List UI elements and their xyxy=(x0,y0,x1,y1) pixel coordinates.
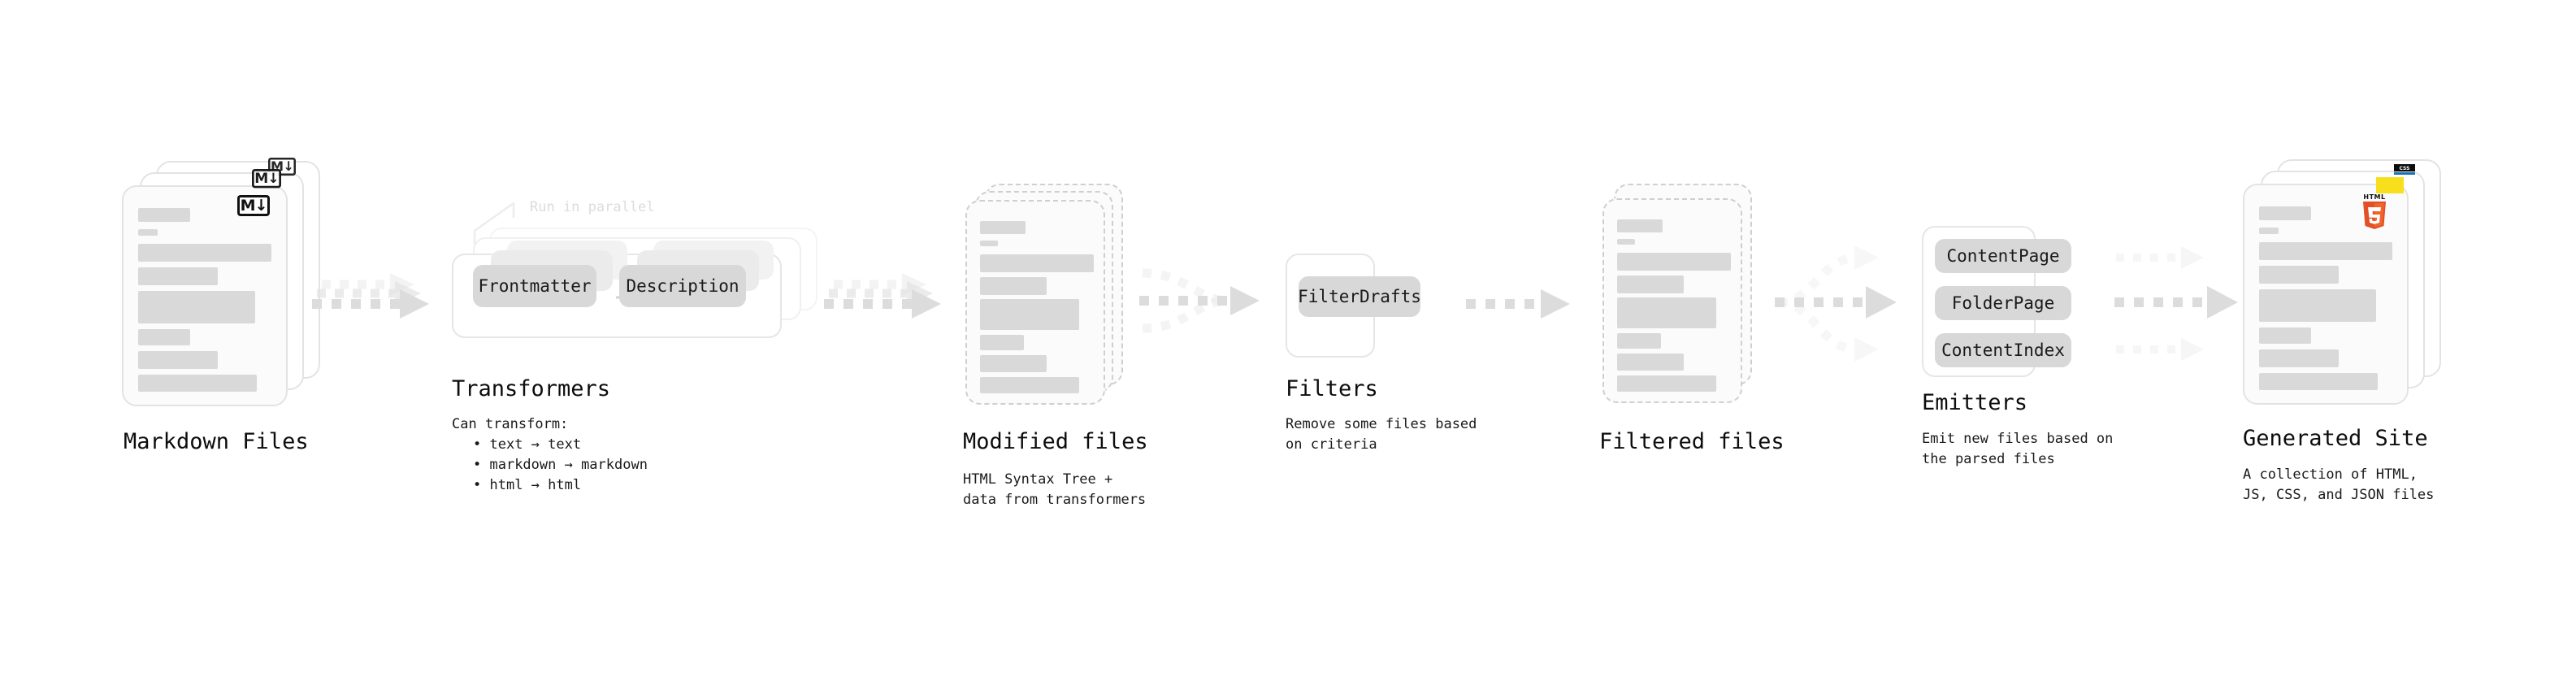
js-icon xyxy=(2376,177,2404,193)
list-item: • text → text xyxy=(473,436,582,453)
doc-text-line xyxy=(2259,373,2378,390)
doc-text-line xyxy=(138,329,190,345)
doc-text-line xyxy=(2259,242,2392,260)
modified-file-card-front xyxy=(965,200,1105,405)
transformers-title: Transformers xyxy=(452,376,611,401)
html5-icon: HTML xyxy=(2358,192,2391,231)
doc-text-line xyxy=(1617,239,1635,245)
arrow-emitters-to-site xyxy=(2113,229,2259,375)
svg-text:HTML: HTML xyxy=(2363,193,2385,201)
arrow-markdown-to-transformers xyxy=(309,268,439,333)
transformer-chip-description[interactable]: Description xyxy=(619,265,746,307)
emitter-chip-contentpage[interactable]: ContentPage xyxy=(1935,239,2071,273)
list-item: • html → html xyxy=(473,477,582,493)
doc-text-line xyxy=(980,221,1026,234)
doc-text-line xyxy=(1617,219,1663,232)
doc-text-line xyxy=(980,241,998,246)
doc-text-line xyxy=(2259,349,2339,367)
arrow-filtered-to-emitters xyxy=(1773,229,1919,375)
list-item: • markdown → markdown xyxy=(473,457,648,473)
run-in-parallel-bracket xyxy=(473,195,570,250)
arrow-transformers-to-modified xyxy=(821,268,959,333)
transformers-subtitle: Can transform: xyxy=(452,416,569,432)
doc-text-line xyxy=(138,291,255,323)
doc-text-line xyxy=(138,267,218,285)
markdown-file-card-front xyxy=(122,185,288,406)
transformers-capability-list: • text → text • markdown → markdown • ht… xyxy=(462,435,648,496)
doc-text-line xyxy=(2259,327,2311,344)
filters-subtitle: Remove some files based on criteria xyxy=(1286,416,1477,453)
doc-text-line xyxy=(1617,375,1716,392)
markdown-icon: M↓ xyxy=(237,195,270,216)
doc-text-line xyxy=(980,335,1024,350)
doc-text-line xyxy=(2259,266,2339,284)
doc-text-line xyxy=(980,355,1047,372)
markdown-files-title: Markdown Files xyxy=(124,429,309,454)
filtered-file-card-front xyxy=(1602,198,1742,403)
modified-files-subtitle: HTML Syntax Tree + data from transformer… xyxy=(963,471,1147,508)
doc-text-line xyxy=(980,299,1079,330)
emitters-subtitle: Emit new files based on the parsed files xyxy=(1922,431,2114,467)
arrow-modified-to-filters xyxy=(1138,262,1284,343)
doc-text-line xyxy=(138,208,190,222)
generated-site-subtitle: A collection of HTML, JS, CSS, and JSON … xyxy=(2243,466,2435,503)
doc-text-line xyxy=(138,375,257,392)
emitter-chip-contentindex[interactable]: ContentIndex xyxy=(1935,333,2071,367)
doc-text-line xyxy=(2259,289,2376,322)
run-in-parallel-label: Run in parallel xyxy=(530,199,655,215)
modified-files-title: Modified files xyxy=(963,429,1148,454)
doc-text-line xyxy=(980,277,1047,295)
generated-site-title: Generated Site xyxy=(2243,426,2428,451)
doc-text-line xyxy=(138,244,271,262)
doc-text-line xyxy=(138,229,158,236)
doc-text-line xyxy=(1617,297,1716,328)
svg-text:CSS: CSS xyxy=(2400,166,2410,171)
emitters-box: ContentPage FolderPage ContentIndex xyxy=(1922,226,2071,377)
doc-text-line xyxy=(138,351,218,369)
filters-title: Filters xyxy=(1286,376,1378,401)
filter-chip-filterdrafts[interactable]: FilterDrafts xyxy=(1298,276,1421,317)
arrow-filters-to-filtered xyxy=(1463,286,1593,327)
filters-box: FilterDrafts xyxy=(1286,254,1421,358)
doc-text-line xyxy=(2259,228,2279,234)
emitters-title: Emitters xyxy=(1922,390,2028,415)
markdown-icon-back-1: M↓ xyxy=(252,169,284,190)
doc-text-line xyxy=(2259,206,2311,220)
doc-text-line xyxy=(980,254,1094,272)
doc-text-line xyxy=(1617,275,1684,293)
doc-text-line xyxy=(1617,354,1684,371)
doc-text-line xyxy=(1617,333,1661,349)
doc-text-line xyxy=(1617,253,1731,271)
css-icon: CSS xyxy=(2394,164,2415,176)
doc-text-line xyxy=(980,377,1079,393)
emitter-chip-folderpage[interactable]: FolderPage xyxy=(1935,286,2071,320)
transformer-chip-frontmatter[interactable]: Frontmatter xyxy=(473,265,596,307)
filtered-files-title: Filtered files xyxy=(1599,429,1785,454)
